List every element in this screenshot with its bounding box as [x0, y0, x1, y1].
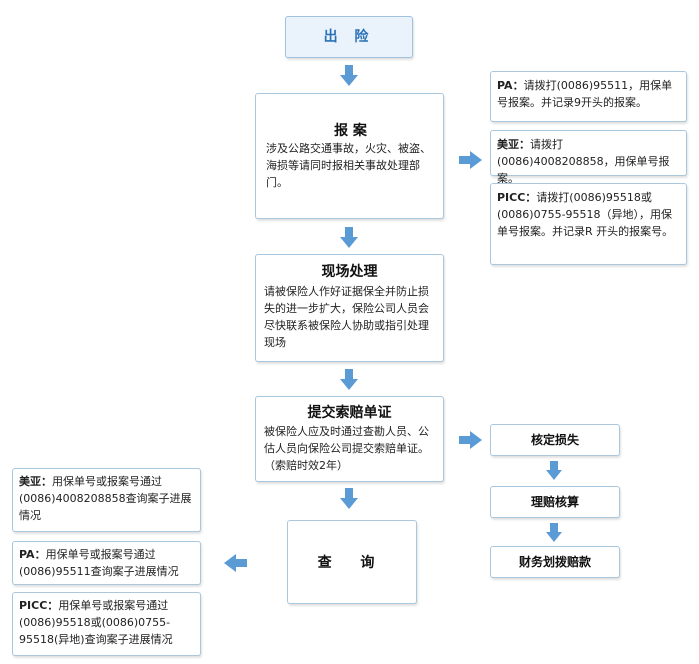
- report-note-meiya: 美亚：请拨打(0086)4008208858，用保单号报案。: [490, 130, 687, 185]
- query-note-pa: PA：用保单号或报案号通过(0086)95511查询案子进展情况: [12, 541, 201, 585]
- claim-node: 提交索赔单证 被保险人应及时通过查勘人员、公估人员向保险公司提交索赔单证。（索赔…: [255, 396, 444, 482]
- query-note-picc: PICC：用保单号或报案号通过(0086)95518或(0086)0755-95…: [12, 592, 201, 656]
- note-text: 用保单号或报案号通过(0086)4008208858查询案子进展情况: [19, 475, 192, 522]
- report-note-pa: PA：请拨打(0086)95511，用保单号报案。并记录9开头的报案。: [490, 71, 687, 122]
- start-label: 出 险: [323, 29, 375, 45]
- arrow-right-icon: [459, 431, 482, 449]
- note-company: PA：: [497, 79, 524, 92]
- step-label: 核定损失: [530, 433, 579, 447]
- arrow-down-icon: [340, 65, 358, 86]
- step-label: 财务划拨赔款: [518, 555, 591, 569]
- arrow-right-icon: [459, 151, 482, 169]
- arrow-down-icon: [546, 523, 562, 542]
- claim-text: 被保险人应及时通过查勘人员、公估人员向保险公司提交索赔单证。（索赔时效2年）: [264, 425, 429, 472]
- report-title: 报 案: [334, 123, 367, 139]
- arrow-down-icon: [340, 488, 358, 509]
- note-company: 美亚：: [19, 475, 52, 488]
- note-text: 用保单号或报案号通过(0086)95511查询案子进展情况: [19, 548, 179, 578]
- start-node: 出 险: [285, 16, 413, 58]
- step-payment: 财务划拨赔款: [490, 546, 620, 578]
- query-node: 查 询: [287, 520, 417, 604]
- note-text: 请拨打(0086)95511，用保单号报案。并记录9开头的报案。: [497, 79, 673, 109]
- step-label: 理赔核算: [530, 495, 579, 509]
- arrow-left-icon: [224, 554, 247, 572]
- step-settlement-calc: 理赔核算: [490, 486, 620, 518]
- arrow-down-icon: [546, 461, 562, 480]
- note-text: 请拨打(0086)4008208858，用保单号报案。: [497, 138, 670, 185]
- note-text: 用保单号或报案号通过(0086)95518或(0086)0755-95518(异…: [19, 599, 173, 646]
- onsite-title: 现场处理: [321, 264, 378, 280]
- report-node: 报 案 涉及公路交通事故，火灾、被盗、海损等请同时报相关事故处理部门。: [255, 93, 444, 219]
- arrow-down-icon: [340, 369, 358, 390]
- step-verify-loss: 核定损失: [490, 424, 620, 456]
- note-company: PA：: [19, 548, 46, 561]
- arrow-down-icon: [340, 227, 358, 248]
- note-company: 美亚：: [497, 138, 530, 151]
- report-text: 涉及公路交通事故，火灾、被盗、海损等请同时报相关事故处理部门。: [266, 142, 431, 189]
- onsite-node: 现场处理 请被保险人作好证据保全并防止损失的进一步扩大，保险公司人员会尽快联系被…: [255, 254, 444, 362]
- note-company: PICC：: [19, 599, 59, 612]
- query-label: 查 询: [317, 555, 387, 571]
- report-note-picc: PICC：请拨打(0086)95518或(0086)0755-95518（异地）…: [490, 183, 687, 265]
- note-text: 请拨打(0086)95518或(0086)0755-95518（异地），用保单号…: [497, 191, 674, 238]
- note-company: PICC：: [497, 191, 537, 204]
- claim-title: 提交索赔单证: [307, 405, 392, 421]
- onsite-text: 请被保险人作好证据保全并防止损失的进一步扩大，保险公司人员会尽快联系被保险人协助…: [264, 285, 429, 349]
- query-note-meiya: 美亚：用保单号或报案号通过(0086)4008208858查询案子进展情况: [12, 468, 201, 532]
